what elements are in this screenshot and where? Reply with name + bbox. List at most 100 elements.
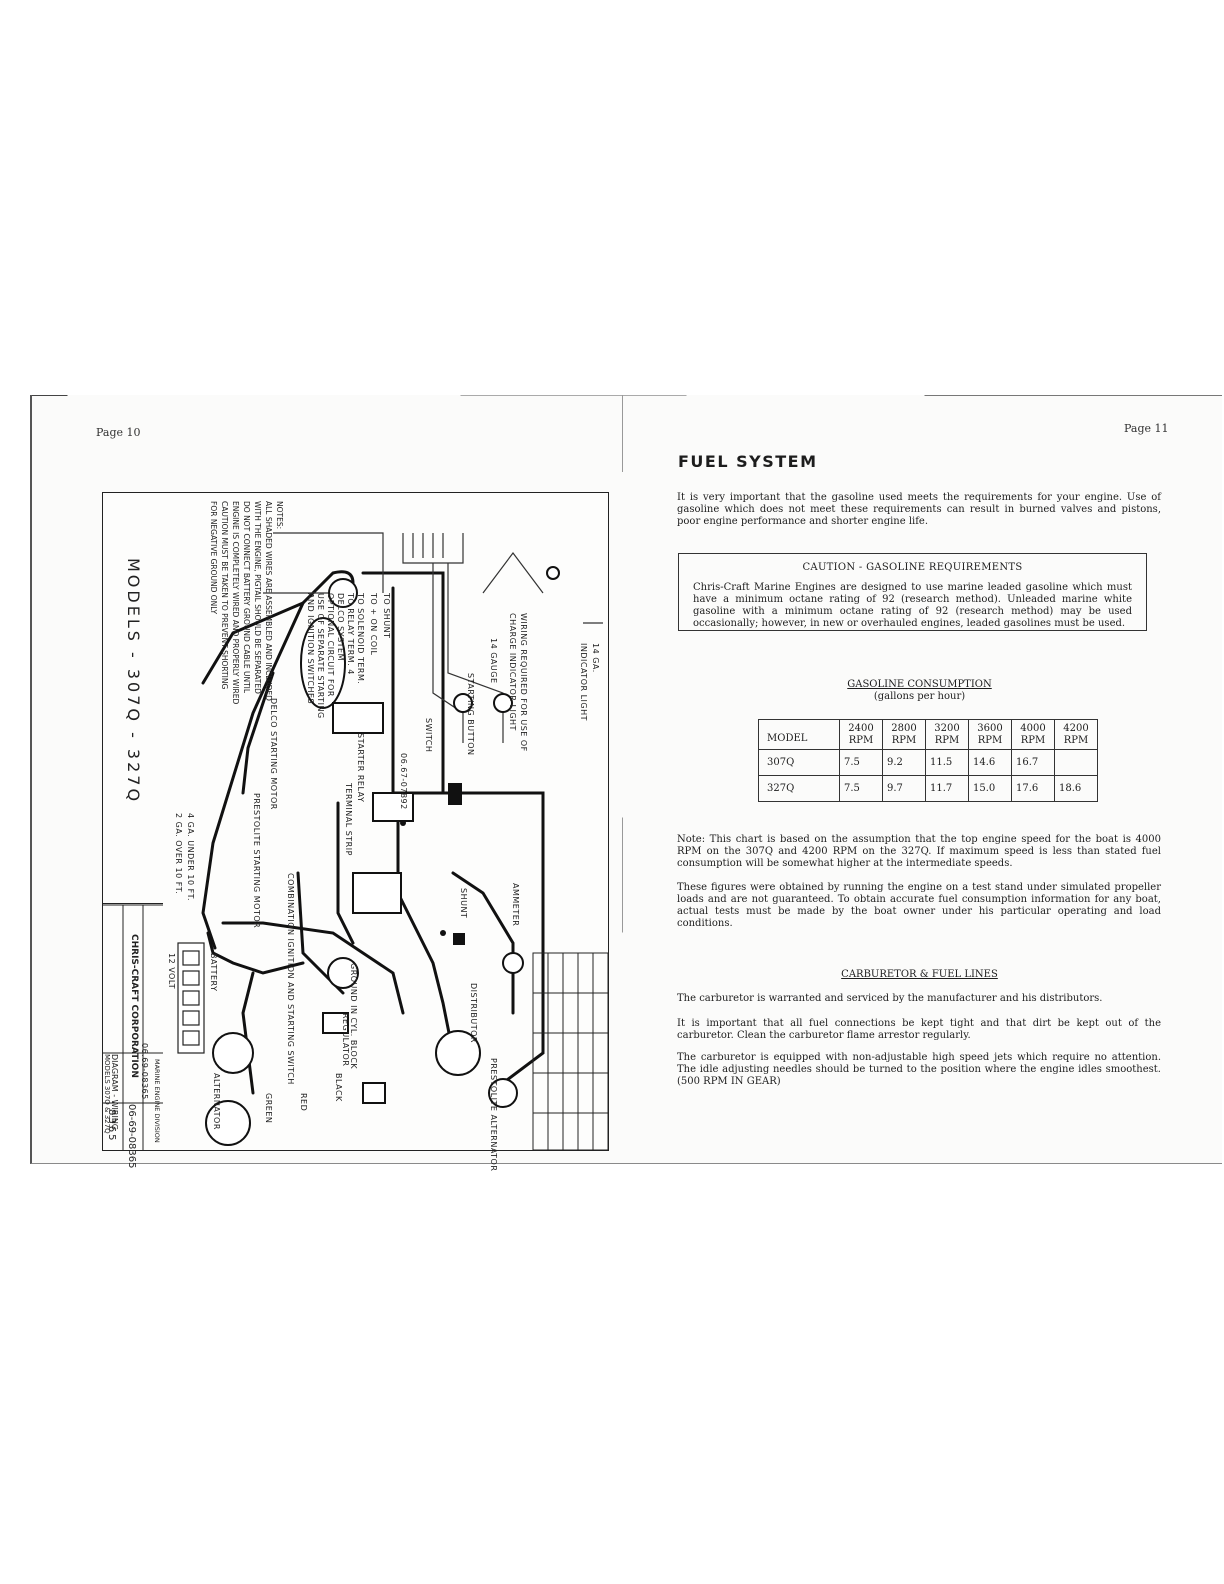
- caution-title: CAUTION - GASOLINE REQUIREMENTS: [802, 562, 1023, 573]
- table-cell-model: 327Q: [758, 775, 840, 802]
- carburetor-heading-block: CARBURETOR & FUEL LINES: [677, 969, 1162, 981]
- wiring-diagram: NOTES: ALL SHADED WIRES ARE ASSEMBLED AN…: [102, 492, 609, 1171]
- consumption-heading: GASOLINE CONSUMPTION: [847, 679, 992, 690]
- page-number-left: Page 10: [96, 426, 141, 439]
- page-number-right: Page 11: [1124, 422, 1169, 435]
- diagram-label: 2 GA. OVER 10 FT.: [174, 813, 183, 895]
- table-cell: 11.5: [925, 749, 969, 776]
- diagram-label: RED: [299, 1093, 308, 1112]
- diagram-label: 12 VOLT: [167, 953, 176, 990]
- diagram-label: DELCO STARTING MOTOR: [269, 698, 278, 810]
- diagram-notes: NOTES: ALL SHADED WIRES ARE ASSEMBLED AN…: [209, 501, 285, 721]
- table-cell: 14.6: [968, 749, 1012, 776]
- table-cell: 17.6: [1011, 775, 1055, 802]
- diagram-label: TO SHUNT: [382, 593, 391, 639]
- diagram-label: ALTERNATOR: [212, 1073, 221, 1130]
- rpm-unit: RPM: [934, 734, 960, 746]
- diagram-label: GROUND IN CYL. BLOCK: [349, 963, 358, 1070]
- carburetor-paragraph-1: The carburetor is warranted and serviced…: [677, 993, 1103, 1004]
- diagram-label: USE OF SEPARATE STARTING: [316, 593, 325, 719]
- title-block-company: CHRIS-CRAFT CORPORATION: [129, 934, 139, 1078]
- consumption-subheading: (gallons per hour): [873, 691, 966, 702]
- diagram-label: BLACK: [334, 1073, 343, 1102]
- diagram-label: AMMETER: [511, 883, 520, 927]
- note-line: CAUTION MUST BE TAKEN TO PREVENT SHORTIN…: [220, 501, 229, 690]
- page-edge: [32, 395, 1222, 396]
- table-cell-model: 307Q: [758, 749, 840, 776]
- caution-body: Chris-Craft Marine Engines are designed …: [693, 582, 1132, 629]
- diagram-label: TO SOLENOID TERM.: [356, 593, 365, 685]
- table-cell: 18.6: [1054, 775, 1098, 802]
- diagram-label: PRESTOLITE STARTING MOTOR: [252, 793, 261, 929]
- diagram-models-label: MODELS - 307Q - 327Q: [124, 558, 143, 805]
- rpm-value: 4200: [1063, 722, 1089, 734]
- wiring-diagram-drawing: [103, 532, 608, 1150]
- diagram-label: COMBINATION IGNITION AND STARTING SWITCH: [286, 873, 295, 1085]
- diagram-label: BATTERY: [209, 953, 218, 992]
- title-block-drawing-number: 06-69-08365: [126, 1104, 137, 1169]
- model-column-header: MODEL: [758, 719, 840, 750]
- note-line: WITH THE ENGINE, PIGTAIL SHOULD BE SEPAR…: [253, 501, 262, 694]
- note-line: ALL SHADED WIRES ARE ASSEMBLED AND INCLU…: [264, 501, 273, 701]
- rpm-value: 3600: [977, 722, 1003, 734]
- table-row: 307Q 7.5 9.2 11.5 14.6 16.7: [758, 749, 1098, 776]
- section-title: FUEL SYSTEM: [678, 452, 818, 471]
- rpm-unit: RPM: [1063, 734, 1089, 746]
- rpm-value: 3200: [934, 722, 960, 734]
- title-block-sheet: 8365: [106, 1109, 117, 1143]
- table-row: 327Q 7.5 9.7 11.7 15.0 17.6 18.6: [758, 775, 1098, 802]
- consumption-heading-block: GASOLINE CONSUMPTION (gallons per hour): [677, 679, 1162, 703]
- note-line: DO NOT CONNECT BATTERY GROUND CABLE UNTI…: [242, 501, 251, 694]
- table-cell: 9.7: [882, 775, 926, 802]
- spread-gutter: [622, 395, 623, 1163]
- rpm-unit: RPM: [977, 734, 1003, 746]
- notes-heading: NOTES:: [275, 501, 284, 530]
- diagram-label: GREEN: [264, 1093, 273, 1124]
- rpm-unit: RPM: [891, 734, 917, 746]
- diagram-label: SWITCH: [424, 718, 433, 753]
- figures-paragraph: These figures were obtained by running t…: [677, 882, 1161, 929]
- table-cell: 15.0: [968, 775, 1012, 802]
- carburetor-heading: CARBURETOR & FUEL LINES: [841, 969, 998, 980]
- note-line: FOR NEGATIVE GROUND ONLY: [209, 501, 218, 615]
- diagram-label: REGULATOR: [341, 1013, 350, 1067]
- diagram-label: WIRING REQUIRED FOR USE OF: [519, 613, 528, 752]
- diagram-label: 14 GA.: [591, 643, 600, 673]
- rpm-unit: RPM: [1020, 734, 1046, 746]
- diagram-label: SHUNT: [459, 888, 468, 919]
- diagram-label: OPTIONAL CIRCUIT FOR: [326, 593, 335, 697]
- diagram-label: CHARGE INDICATOR LIGHT: [508, 613, 517, 731]
- carburetor-paragraph-2: It is important that all fuel connection…: [677, 1018, 1161, 1041]
- diagram-label: TERMINAL STRIP: [344, 783, 353, 856]
- diagram-label: STARTING BUTTON: [466, 673, 475, 756]
- diagram-label: TO + ON COIL: [369, 593, 378, 656]
- title-block-division: MARINE ENGINE DIVISION: [153, 1059, 161, 1143]
- table-cell: 7.5: [839, 749, 883, 776]
- diagram-label: DISTRIBUTOR: [469, 983, 478, 1043]
- table-cell: 7.5: [839, 775, 883, 802]
- diagram-label: 4 GA. UNDER 10 FT.: [186, 813, 195, 902]
- diagram-label: AND IGNITION SWITCHES: [306, 593, 315, 705]
- rpm-value: 4000: [1020, 722, 1046, 734]
- table-cell: 11.7: [925, 775, 969, 802]
- table-cell: [1054, 749, 1098, 776]
- caution-box: CAUTION - GASOLINE REQUIREMENTS Chris-Cr…: [678, 553, 1147, 631]
- table-cell: 9.2: [882, 749, 926, 776]
- rpm-value: 2800: [891, 722, 917, 734]
- diagram-label: 14 GAUGE: [489, 638, 498, 684]
- diagram-label: TO RELAY TERM. 4: [346, 593, 355, 675]
- manual-spread: Page 10: [30, 395, 1222, 1171]
- diagram-title-block: CHRIS-CRAFT CORPORATION MARINE ENGINE DI…: [103, 903, 163, 1168]
- rpm-value: 2400: [848, 722, 874, 734]
- note-paragraph: Note: This chart is based on the assumpt…: [677, 834, 1161, 869]
- diagram-label: 06.67-07892: [399, 753, 408, 810]
- rpm-unit: RPM: [848, 734, 874, 746]
- intro-paragraph: It is very important that the gasoline u…: [677, 492, 1161, 527]
